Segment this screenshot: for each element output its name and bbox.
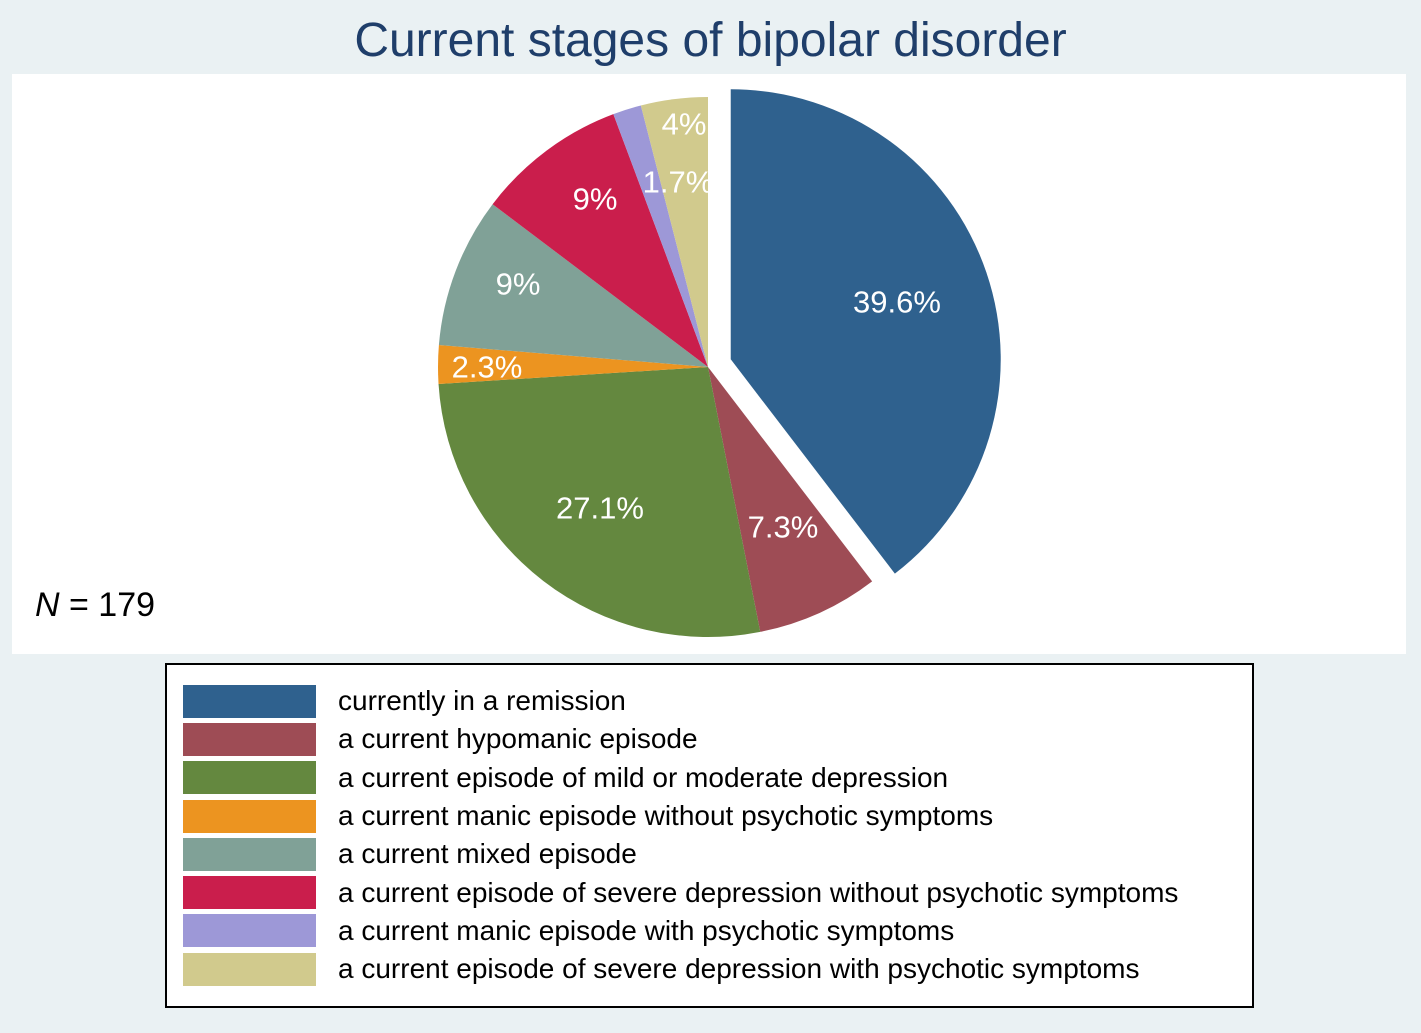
legend-item-label: a current episode of severe depression w… <box>338 953 1140 985</box>
legend-item: a current manic episode without psychoti… <box>183 797 1252 835</box>
pie-slice-7 <box>640 97 708 367</box>
legend: currently in a remission a current hypom… <box>165 663 1254 1008</box>
legend-item: a current mixed episode <box>183 835 1252 873</box>
pie-slice-5 <box>492 114 708 367</box>
legend-color-swatch <box>183 837 316 871</box>
pie-slice-4 <box>438 204 708 367</box>
pie-slice-2 <box>438 367 761 637</box>
pie-slice-label-1: 7.3% <box>748 510 819 545</box>
legend-item: a current episode of severe depression w… <box>183 950 1252 988</box>
legend-item-label: a current manic episode with psychotic s… <box>338 914 955 946</box>
legend-color-swatch <box>183 761 316 795</box>
pie-slice-0 <box>730 89 1001 574</box>
chart-title: Current stages of bipolar disorder <box>354 14 1067 67</box>
sample-size-symbol: N <box>35 586 60 624</box>
pie-slice-label-3: 2.3% <box>452 350 523 385</box>
pie-slice-3 <box>438 344 708 384</box>
legend-item: currently in a remission <box>183 682 1252 720</box>
sample-size-label: N = 179 <box>35 586 155 625</box>
legend-item: a current hypomanic episode <box>183 720 1252 758</box>
legend-item-label: a current episode of severe depression w… <box>338 876 1179 908</box>
pie-slice-label-4: 9% <box>496 267 541 302</box>
pie-slice-label-5: 9% <box>573 182 618 217</box>
legend-item: a current manic episode with psychotic s… <box>183 912 1252 950</box>
pie-slice-label-7: 4% <box>662 107 707 142</box>
pie-slice-label-0: 39.6% <box>853 285 941 320</box>
legend-item-label: currently in a remission <box>338 685 626 717</box>
legend-item-label: a current manic episode without psychoti… <box>338 800 994 832</box>
legend-item-label: a current hypomanic episode <box>338 723 698 755</box>
legend-color-swatch <box>183 876 316 910</box>
legend-item: a current episode of mild or moderate de… <box>183 759 1252 797</box>
legend-item: a current episode of severe depression w… <box>183 873 1252 911</box>
sample-size-value: = 179 <box>59 586 156 624</box>
legend-item-label: a current mixed episode <box>338 838 637 870</box>
legend-color-swatch <box>183 722 316 756</box>
pie-slice-1 <box>708 367 873 632</box>
pie-slice-label-6: 1.7% <box>643 165 714 200</box>
legend-color-swatch <box>183 914 316 948</box>
legend-item-label: a current episode of mild or moderate de… <box>338 761 949 793</box>
pie-slice-label-2: 27.1% <box>556 491 644 526</box>
legend-color-swatch <box>183 799 316 833</box>
legend-color-swatch <box>183 952 316 986</box>
legend-color-swatch <box>183 684 316 718</box>
pie-slice-6 <box>613 105 708 367</box>
